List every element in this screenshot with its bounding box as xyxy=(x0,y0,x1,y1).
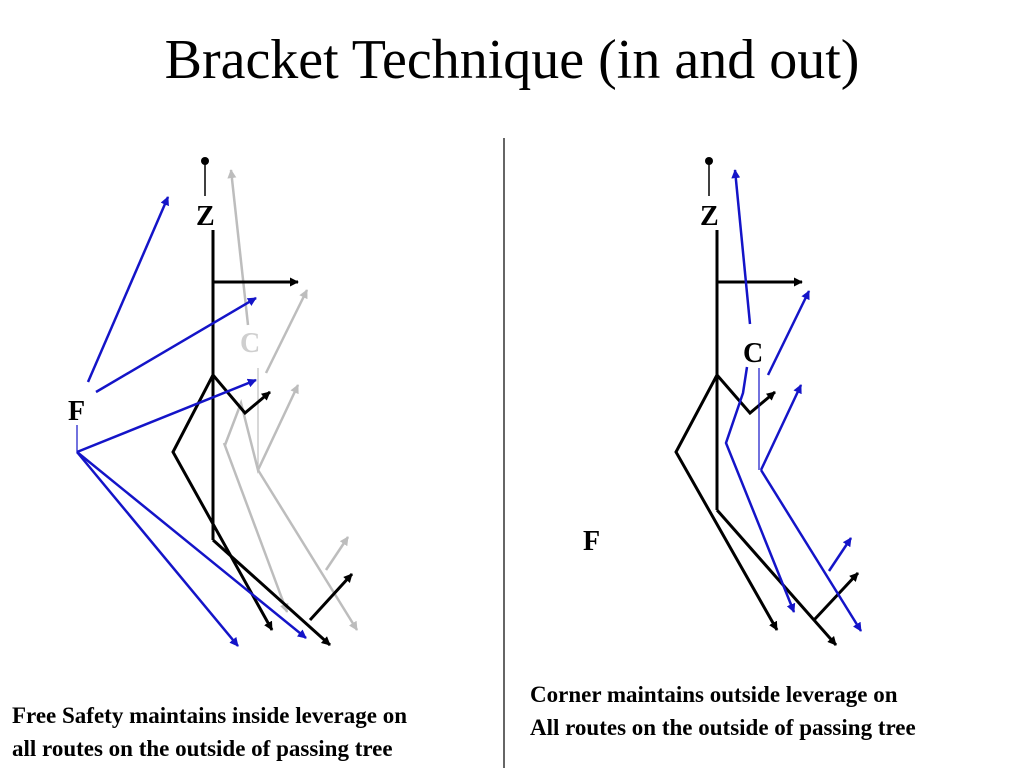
route-tree xyxy=(171,230,354,647)
c-label-faded: C xyxy=(240,328,260,359)
faded-out-route xyxy=(324,536,350,571)
z-label: Z xyxy=(700,201,719,232)
coverage-out-route xyxy=(759,384,803,471)
coverage-corner-route xyxy=(759,469,863,632)
coverage-deep-arrow xyxy=(731,169,752,325)
coverage-in-route xyxy=(724,366,796,613)
right-caption-line: Corner maintains outside leverage on xyxy=(530,682,898,707)
left-panel: Z C F xyxy=(68,157,359,647)
f-label: F xyxy=(583,526,600,557)
coverage-deep-arrow xyxy=(86,196,170,383)
left-caption-line: Free Safety maintains inside leverage on xyxy=(12,703,407,728)
fade-route xyxy=(674,374,779,631)
faded-go-route xyxy=(227,169,250,326)
c-label: C xyxy=(743,338,763,369)
faded-post-route xyxy=(264,289,309,374)
faded-in-route xyxy=(223,384,300,474)
slide-title: Bracket Technique (in and out) xyxy=(164,29,860,91)
coverage-post-arrow xyxy=(95,296,257,394)
quick-out-route xyxy=(812,571,860,622)
slant-route xyxy=(715,374,776,416)
wheel-route xyxy=(715,509,838,646)
faded-comeback-route xyxy=(222,442,289,613)
quick-out-route xyxy=(308,572,354,622)
faded-corner-route xyxy=(256,469,359,631)
coverage-arrows xyxy=(76,196,307,647)
faded-route-group xyxy=(222,169,359,631)
wheel-route xyxy=(211,538,332,647)
left-caption-line: all routes on the outside of passing tre… xyxy=(12,736,393,761)
route-tree xyxy=(674,230,860,646)
f-label: F xyxy=(68,396,85,427)
slant-route xyxy=(211,374,271,416)
coverage-arrows xyxy=(724,169,863,632)
fade-route xyxy=(171,374,274,631)
coverage-wheel-arrow xyxy=(76,451,307,639)
right-caption-line: All routes on the outside of passing tre… xyxy=(530,715,916,740)
right-panel: Z C F xyxy=(583,157,863,646)
coverage-flat-arrow xyxy=(827,537,853,572)
left-caption: Free Safety maintains inside leverage on… xyxy=(12,699,407,765)
coverage-in-arrow xyxy=(76,378,257,454)
right-caption: Corner maintains outside leverage on All… xyxy=(530,678,916,744)
z-label: Z xyxy=(196,201,215,232)
coverage-flat-arrow xyxy=(76,451,239,647)
coverage-post-arrow xyxy=(766,290,811,376)
